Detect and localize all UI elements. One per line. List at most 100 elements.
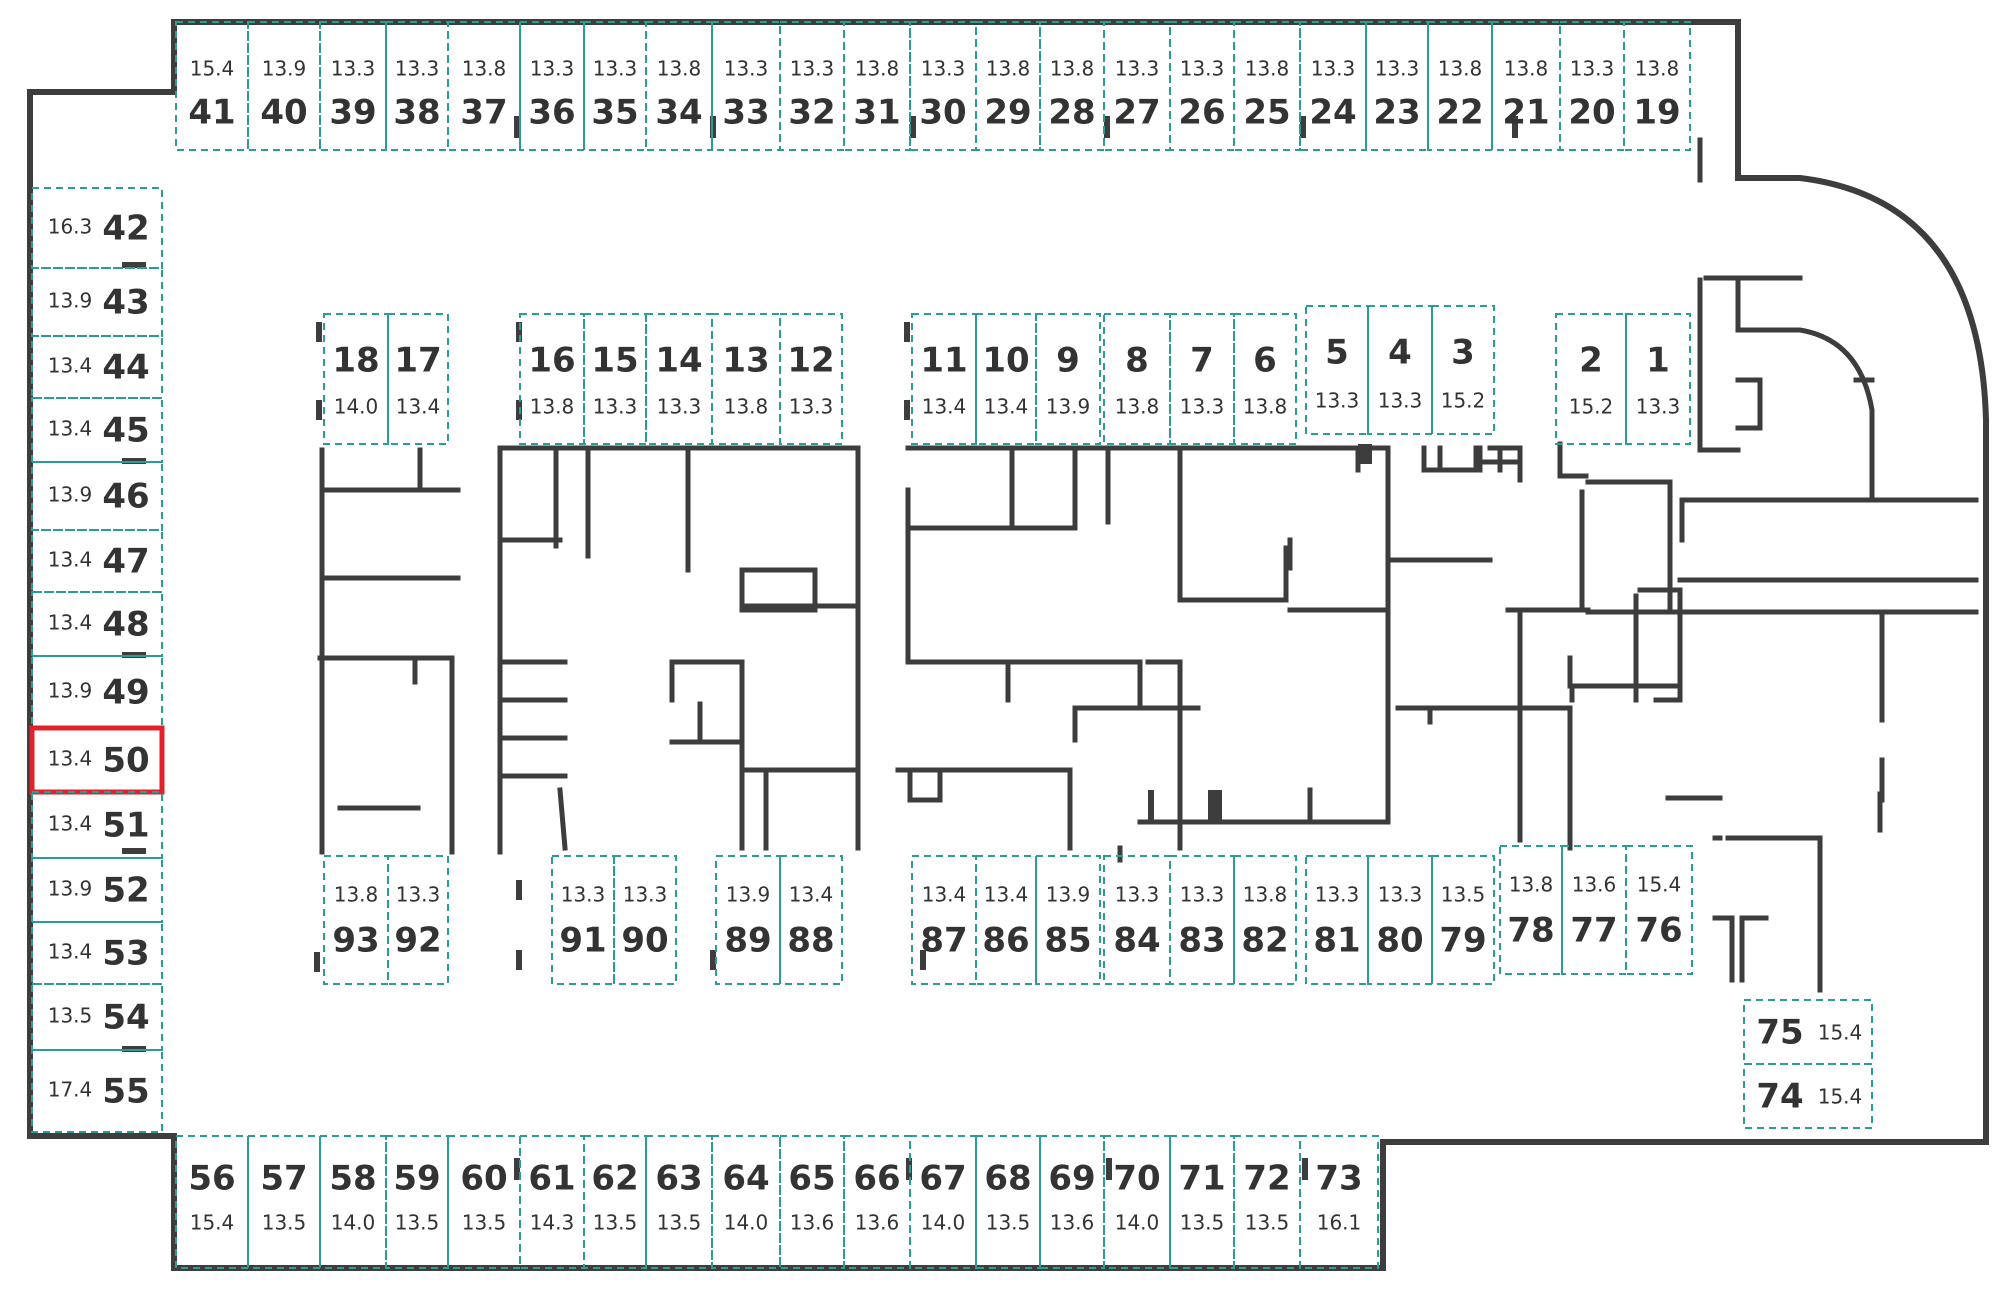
slot-number: 72 bbox=[1243, 1159, 1290, 1199]
parking-slot-8[interactable]: 813.8 bbox=[1103, 313, 1171, 445]
slot-number: 2 bbox=[1579, 341, 1603, 381]
parking-slot-2[interactable]: 215.2 bbox=[1555, 313, 1627, 445]
parking-slot-1[interactable]: 113.3 bbox=[1625, 313, 1691, 445]
parking-slot-5[interactable]: 513.3 bbox=[1305, 305, 1369, 435]
slot-area: 13.8 bbox=[1509, 873, 1554, 897]
parking-slot-7[interactable]: 713.3 bbox=[1169, 313, 1235, 445]
slot-area: 13.9 bbox=[48, 877, 93, 901]
slot-number: 25 bbox=[1243, 93, 1290, 133]
outer-wall bbox=[27, 19, 1989, 1271]
slot-area: 15.4 bbox=[1818, 1021, 1863, 1045]
parking-slot-4[interactable]: 413.3 bbox=[1367, 305, 1433, 435]
parking-slot-9[interactable]: 913.9 bbox=[1035, 313, 1101, 445]
parking-slot-3[interactable]: 315.2 bbox=[1431, 305, 1495, 435]
parking-slot-6[interactable]: 613.8 bbox=[1233, 313, 1297, 445]
